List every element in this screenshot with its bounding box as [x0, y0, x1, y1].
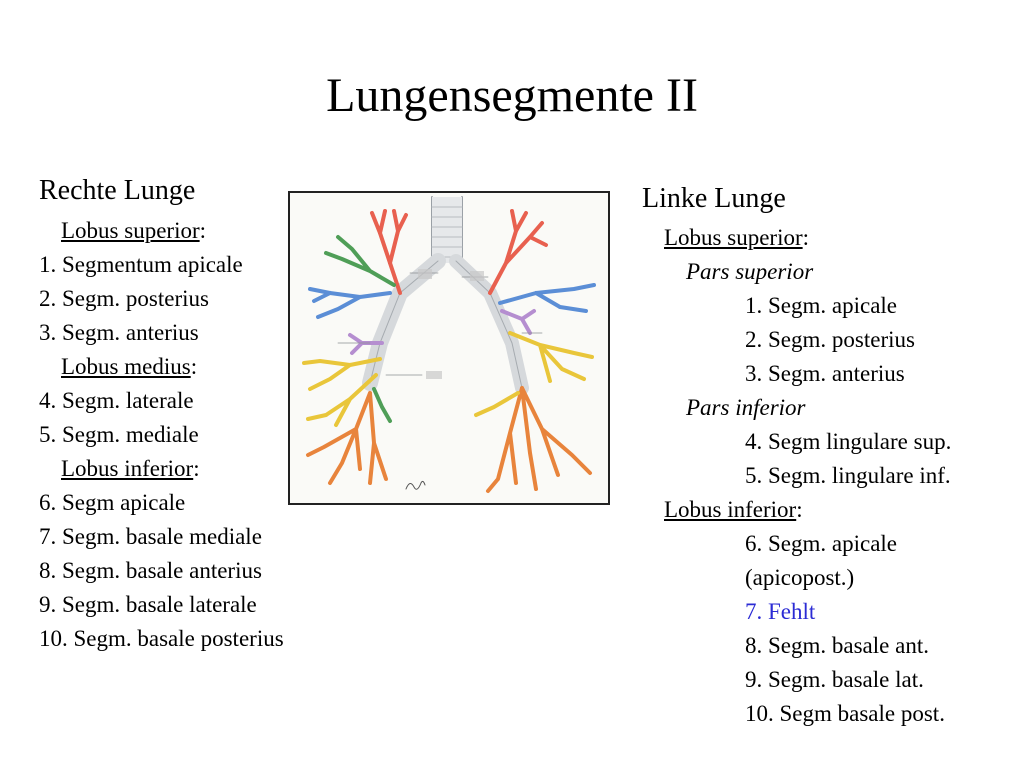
right-lobe-superior-name: Lobus superior: [61, 218, 200, 243]
right-segment: 6. Segm apicale: [39, 490, 186, 515]
left-segment-note: (apicopost.): [745, 565, 855, 590]
left-segment: 9. Segm. basale lat.: [745, 667, 924, 692]
right-lobe-inferior-label: Lobus inferior:: [61, 455, 200, 483]
left-lobe-superior-label: Lobus superior:: [664, 224, 809, 252]
left-segment: 10. Segm basale post.: [745, 701, 945, 726]
colon: :: [199, 218, 207, 243]
left-segment: 1. Segm. apicale: [745, 293, 898, 318]
colon: :: [802, 225, 810, 250]
left-segment: 8. Segm. basale ant.: [745, 633, 929, 658]
bronchial-tree-illustration-icon: [302, 196, 596, 493]
right-segment: 8. Segm. basale anterius: [39, 558, 262, 583]
right-segment: 9. Segm. basale laterale: [39, 592, 257, 617]
pars-superior-label: Pars superior: [686, 259, 814, 284]
left-segment: 3. Segm. anterius: [745, 361, 905, 386]
colon: :: [190, 354, 198, 379]
bronchial-tree-figure: [288, 191, 610, 505]
right-segment: 2. Segm. posterius: [39, 286, 209, 311]
colon: :: [193, 456, 200, 481]
right-lobe-medius-name: Lobus medius: [61, 354, 191, 379]
left-segment: 6. Segm. apicale: [745, 531, 898, 556]
left-segment: 5. Segm. lingulare inf.: [745, 463, 951, 488]
right-lobe-medius-label: Lobus medius:: [61, 353, 197, 381]
right-segment: 5. Segm. mediale: [39, 422, 199, 447]
right-segment: 3. Segm. anterius: [39, 320, 199, 345]
left-segment: 2. Segm. posterius: [745, 327, 915, 352]
right-lobe-superior-label: Lobus superior:: [61, 217, 206, 245]
right-segment: 4. Segm. laterale: [39, 388, 194, 413]
right-lobe-inferior-name: Lobus inferior: [61, 456, 194, 481]
right-lung-heading: Rechte Lunge: [39, 175, 196, 206]
left-segment: 4. Segm lingulare sup.: [745, 429, 952, 454]
left-lobe-superior-name: Lobus superior: [664, 225, 803, 250]
left-lobe-inferior-name: Lobus inferior: [664, 497, 797, 522]
page-title: Lungensegmente II: [326, 69, 698, 122]
pars-inferior-label: Pars inferior: [686, 395, 806, 420]
right-segment: 7. Segm. basale mediale: [39, 524, 262, 549]
left-lobe-inferior-label: Lobus inferior:: [664, 496, 803, 524]
right-segment: 10. Segm. basale posterius: [39, 626, 284, 651]
colon: :: [796, 497, 803, 522]
right-segment: 1. Segmentum apicale: [39, 252, 243, 277]
left-segment-missing: 7. Fehlt: [745, 599, 816, 624]
left-lung-heading: Linke Lunge: [642, 183, 786, 214]
